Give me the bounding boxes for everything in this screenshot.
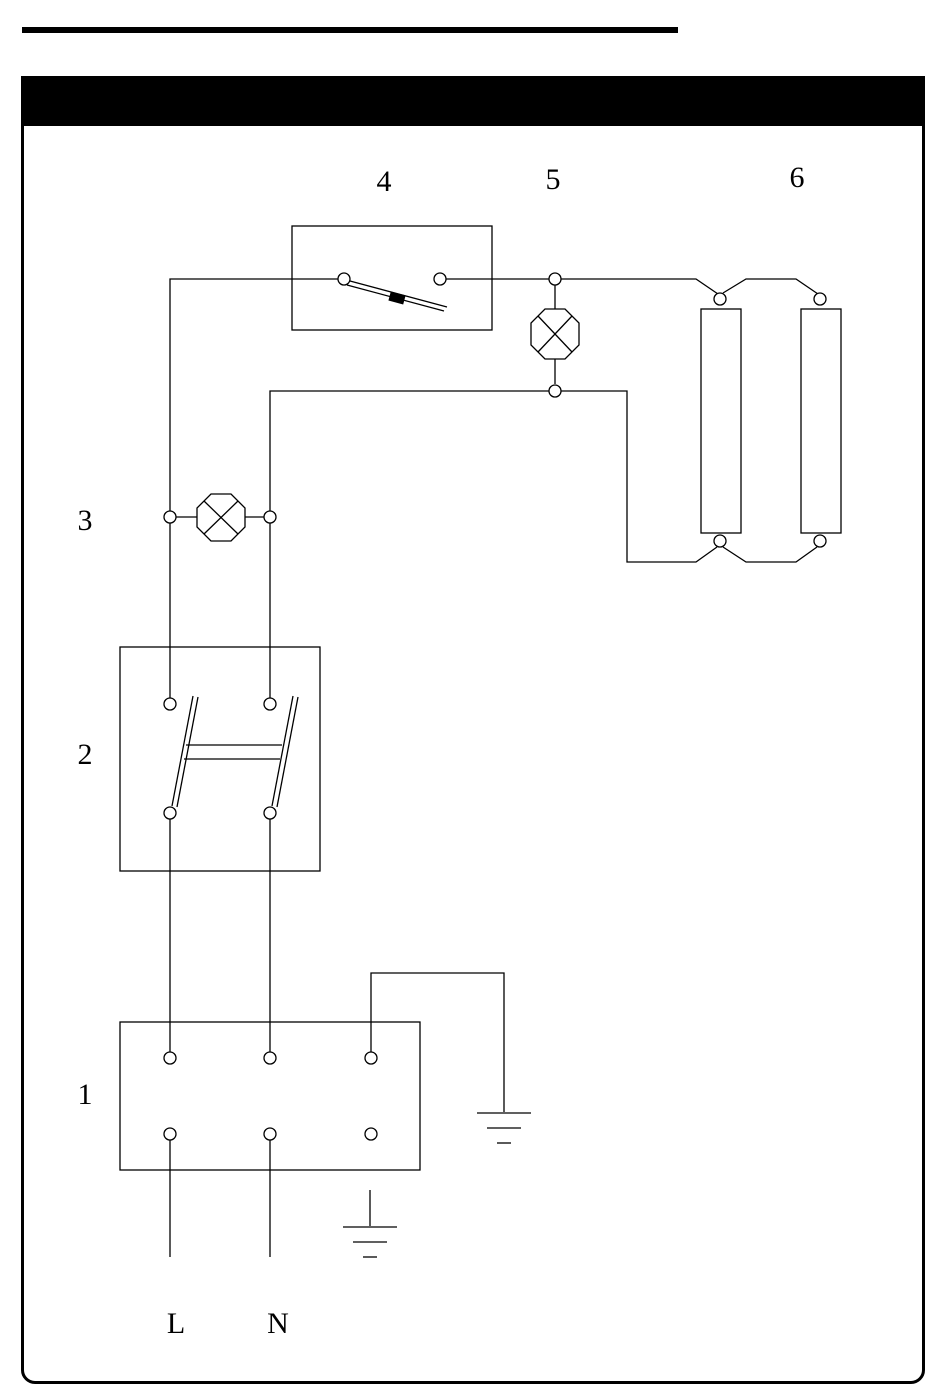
thermostat-actuator (389, 292, 405, 303)
switch-pole-live-a (172, 696, 193, 806)
label-pilot-lamp: 5 (546, 163, 561, 196)
wire-neutral-to-element-b (723, 547, 817, 562)
wire-neutral-to-element-a (561, 391, 717, 562)
element-b-terminal-bottom (814, 535, 826, 547)
lamp3-terminal-left (164, 511, 176, 523)
socket-terminal-live-out (164, 1052, 176, 1064)
element-b-terminal-top (814, 293, 826, 305)
wire-live-to-thermostat (170, 279, 338, 511)
heating-element-a (701, 309, 741, 533)
wire-neutral-to-lamp5 (270, 391, 549, 511)
switch-terminal-neutral-out (264, 698, 276, 710)
socket-terminal-earth-out (365, 1052, 377, 1064)
socket-terminal-neutral-in (264, 1128, 276, 1140)
label-neutral: N (267, 1307, 289, 1340)
label-double-pole-switch: 2 (78, 738, 93, 771)
wire-to-element-a-top (560, 279, 718, 294)
label-thermostat: 4 (377, 165, 392, 198)
thermostat-box (292, 226, 492, 330)
lamp3-terminal-right (264, 511, 276, 523)
element-a-terminal-bottom (714, 535, 726, 547)
wire-earth (371, 973, 504, 1112)
switch-pole-neutral-a (272, 696, 293, 806)
socket-terminal-live-in (164, 1128, 176, 1140)
label-live: L (167, 1307, 185, 1340)
element-a-terminal-top (714, 293, 726, 305)
switch-terminal-live-in (164, 807, 176, 819)
socket-terminal-earth-in (365, 1128, 377, 1140)
label-indicator-lamp: 3 (78, 504, 93, 537)
switch-pole-neutral-b (277, 697, 298, 807)
thermostat-terminal-in (338, 273, 350, 285)
socket-terminal-neutral-out (264, 1052, 276, 1064)
heating-element-b (801, 309, 841, 533)
wire-to-element-b-top (723, 279, 818, 294)
label-mains-socket: 1 (78, 1078, 93, 1111)
thermostat-terminal-out (434, 273, 446, 285)
label-heating-elements: 6 (790, 161, 805, 194)
switch-terminal-live-out (164, 698, 176, 710)
lamp5-terminal-top (549, 273, 561, 285)
lamp5-terminal-bottom (549, 385, 561, 397)
switch-terminal-neutral-in (264, 807, 276, 819)
switch-pole-live-b (177, 697, 198, 807)
